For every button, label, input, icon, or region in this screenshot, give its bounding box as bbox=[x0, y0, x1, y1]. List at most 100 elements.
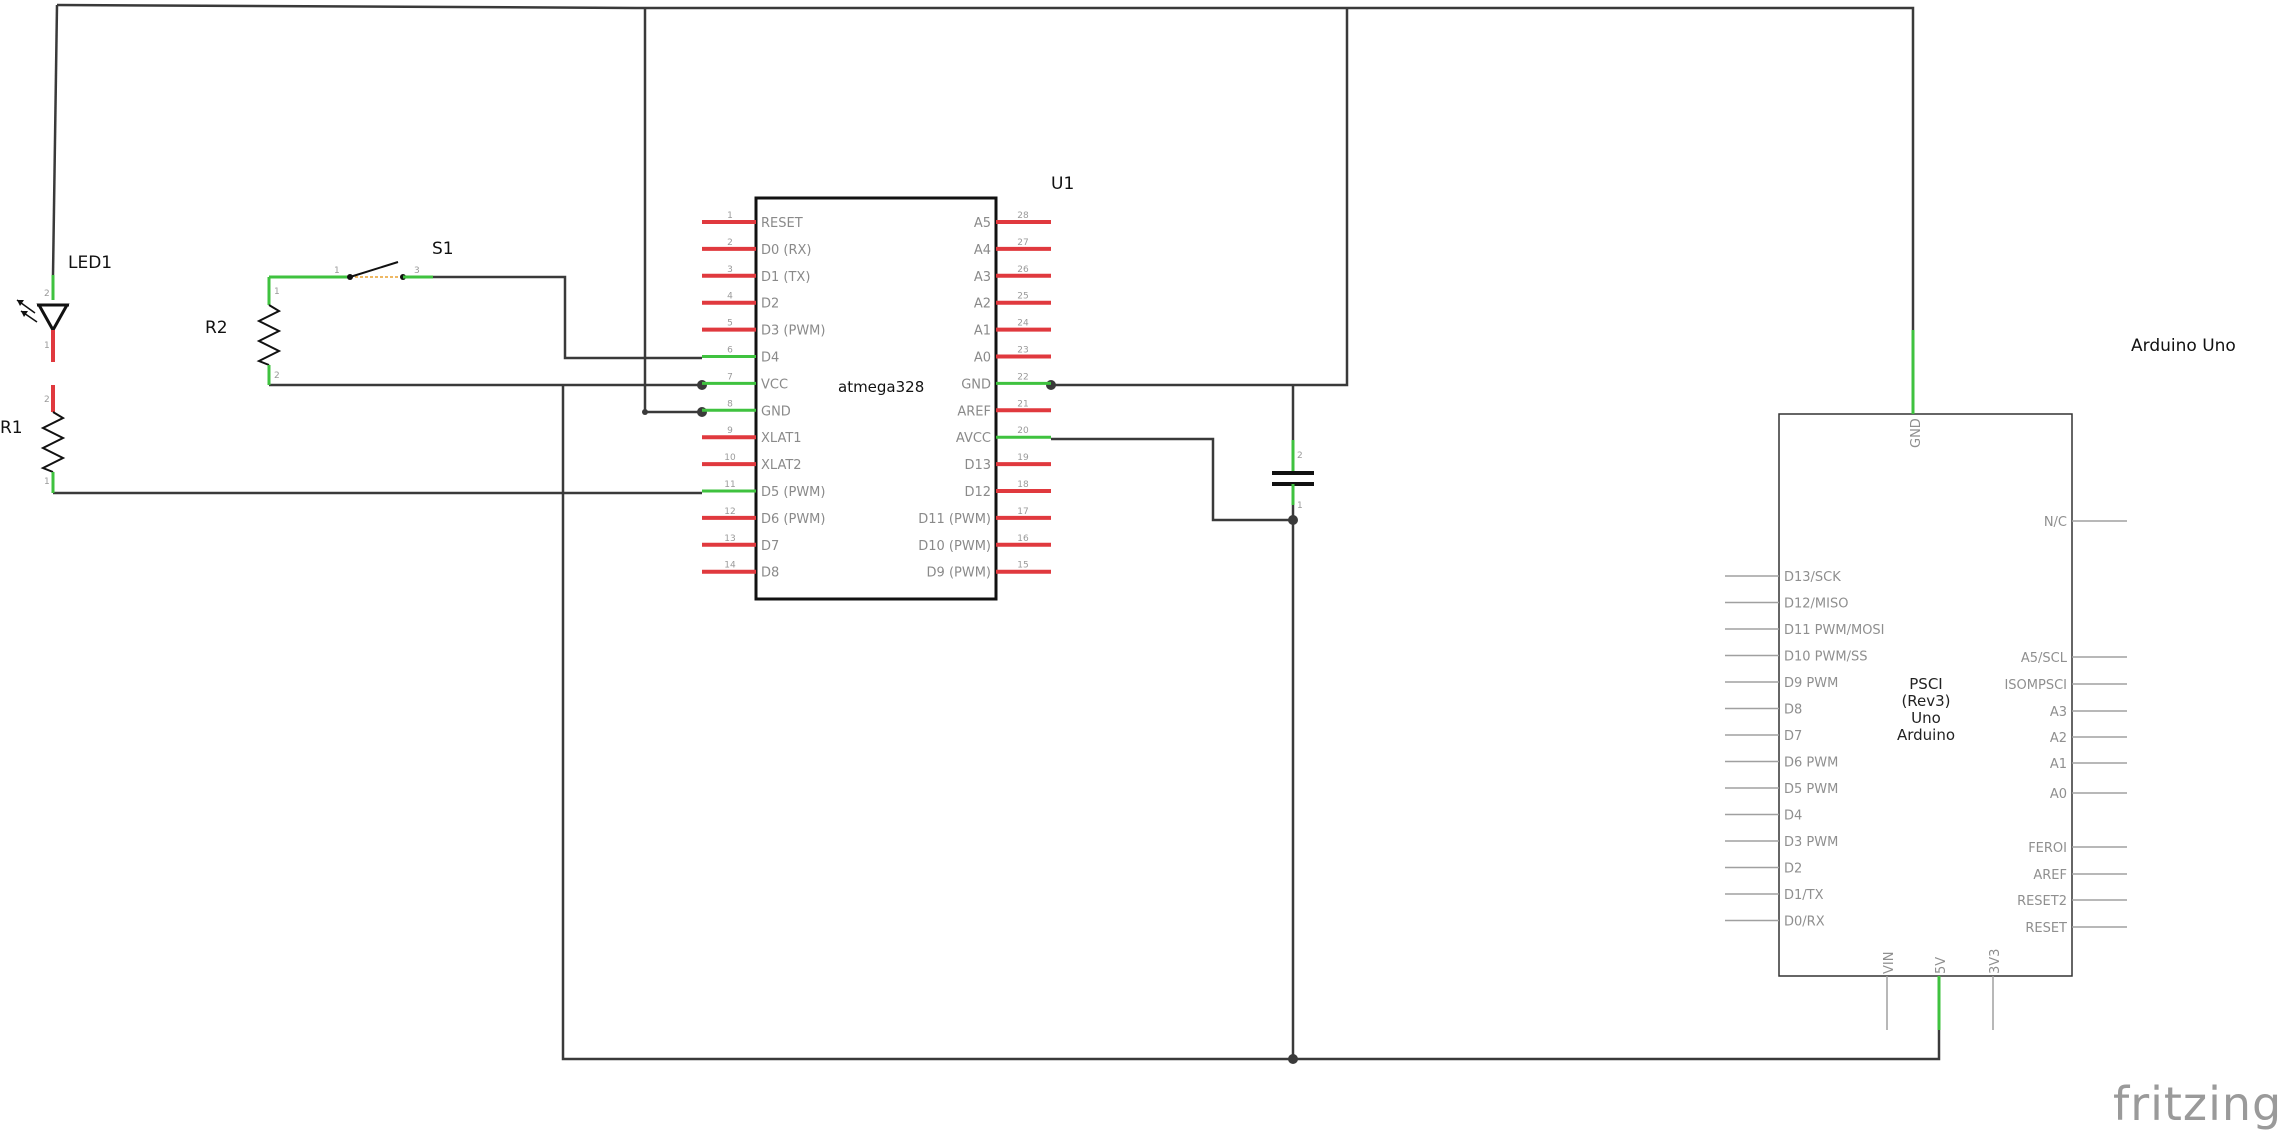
chip-left-pin-name: D7 bbox=[761, 539, 779, 554]
uno-left-pin-label: D0/RX bbox=[1784, 915, 1825, 930]
uno-right-pin-label: FEROI bbox=[2028, 841, 2067, 856]
wire-s1-to-d4[interactable] bbox=[433, 275, 702, 360]
r1-label: R1 bbox=[0, 418, 23, 438]
chip-right-pins: 28A527A426A325A224A123A022GND21AREF20AVC… bbox=[918, 211, 1051, 581]
chip-left-pin-name: D3 (PWM) bbox=[761, 324, 825, 339]
wire-vcc-to-bottom[interactable] bbox=[561, 385, 1941, 1061]
chip-right-pin-name: AVCC bbox=[956, 431, 991, 446]
uno-right-pin-label: RESET2 bbox=[2017, 894, 2067, 909]
uno-left-pin-label: D5 PWM bbox=[1784, 782, 1838, 797]
uno-right-pin-label: A2 bbox=[2050, 731, 2067, 746]
r1-resistor[interactable]: 2 1 R1 bbox=[0, 385, 66, 493]
wire-top-to-gnd-right[interactable] bbox=[1051, 8, 1349, 387]
chip-left-pin-number: 7 bbox=[727, 372, 733, 382]
r1-top-num: 2 bbox=[44, 395, 50, 405]
chip-name: atmega328 bbox=[838, 378, 924, 396]
chip-left-pin-name: D8 bbox=[761, 566, 779, 581]
wire-top-to-gnd[interactable] bbox=[643, 8, 702, 414]
chip-right-pin-number: 23 bbox=[1017, 346, 1028, 356]
chip-right-pin-name: A0 bbox=[974, 351, 991, 366]
chip-left-pin-name: RESET bbox=[761, 216, 803, 231]
led-cathode-num: 1 bbox=[44, 341, 50, 351]
chip-left-pin-number: 9 bbox=[727, 426, 733, 436]
cap-top-num: 2 bbox=[1297, 451, 1303, 461]
arduino-uno[interactable]: Arduino Uno PSCI (Rev3) Uno Arduino GND … bbox=[1725, 330, 2236, 1030]
s1-left-num: 1 bbox=[334, 266, 340, 276]
chip-right-pin-number: 19 bbox=[1017, 453, 1029, 463]
uno-right-pin-label: N/C bbox=[2044, 515, 2067, 530]
uno-right-pin-label: A5/SCL bbox=[2021, 651, 2068, 666]
chip-left-pin-name: D4 bbox=[761, 351, 779, 366]
chip-left-pin-number: 4 bbox=[727, 292, 733, 302]
chip-right-pin-name: D11 (PWM) bbox=[918, 512, 991, 527]
led1[interactable]: 2 1 LED1 bbox=[16, 253, 112, 362]
uno-right-pins: N/CA5/SCLISOMPSCIA3A2A1A0FEROIAREFRESET2… bbox=[2004, 515, 2127, 936]
uno-3v3-label: 3V3 bbox=[1988, 949, 2003, 974]
led-arrowhead-1 bbox=[17, 300, 24, 306]
s1-lever bbox=[349, 261, 399, 278]
chip-left-pin-number: 12 bbox=[724, 507, 735, 517]
wire-led-to-top[interactable] bbox=[51, 4, 59, 276]
chip-left-pin-number: 3 bbox=[727, 265, 733, 275]
chip-right-pin-name: A5 bbox=[974, 216, 991, 231]
chip-right-pin-number: 26 bbox=[1017, 265, 1029, 275]
chip-right-pin-number: 25 bbox=[1017, 292, 1028, 302]
uno-center-line-3: Uno bbox=[1911, 709, 1941, 727]
chip-right-pin-number: 17 bbox=[1017, 507, 1028, 517]
chip-right-pin-name: D9 (PWM) bbox=[927, 566, 991, 581]
cap-bottom-num: 1 bbox=[1297, 501, 1303, 511]
uno-right-pin-label: A3 bbox=[2050, 705, 2067, 720]
wire-avcc-to-cap[interactable] bbox=[1051, 437, 1293, 522]
s1-switch[interactable]: 1 3 S1 bbox=[325, 239, 454, 280]
chip-left-pin-number: 2 bbox=[727, 238, 733, 248]
wires bbox=[51, 3, 1941, 1061]
uno-vin-label: VIN bbox=[1882, 952, 1897, 974]
r2-top-num: 1 bbox=[274, 287, 280, 297]
chip-left-pin-name: XLAT2 bbox=[761, 458, 802, 473]
chip-left-pin-name: D5 (PWM) bbox=[761, 485, 825, 500]
uno-left-pin-label: D9 PWM bbox=[1784, 676, 1838, 691]
s1-label: S1 bbox=[432, 239, 454, 259]
uno-left-pin-label: D11 PWM/MOSI bbox=[1784, 623, 1885, 638]
chip-left-pin-number: 10 bbox=[724, 453, 736, 463]
chip-left-pin-name: D2 bbox=[761, 297, 779, 312]
uno-right-pin-label: RESET bbox=[2025, 921, 2067, 936]
chip-right-pin-name: GND bbox=[961, 377, 991, 392]
uno-left-pin-label: D4 bbox=[1784, 809, 1802, 824]
chip-right-pin-number: 28 bbox=[1017, 211, 1029, 221]
uno-center-line-2: (Rev3) bbox=[1901, 692, 1950, 710]
chip-left-pin-number: 14 bbox=[724, 561, 736, 571]
chip-right-pin-name: A1 bbox=[974, 324, 991, 339]
junctions bbox=[642, 380, 1298, 1064]
chip-left-pin-number: 13 bbox=[724, 534, 735, 544]
uno-left-pin-label: D3 PWM bbox=[1784, 835, 1838, 850]
uno-left-pin-label: D1/TX bbox=[1784, 888, 1824, 903]
uno-left-pin-label: D7 bbox=[1784, 729, 1802, 744]
junction-gnd bbox=[697, 407, 707, 417]
uno-left-pin-label: D12/MISO bbox=[1784, 597, 1848, 612]
chip-right-pin-name: A4 bbox=[974, 243, 991, 258]
led-arrowhead-2 bbox=[21, 311, 28, 317]
uno-right-pin-label: ISOMPSCI bbox=[2004, 678, 2067, 693]
uno-right-pin-label: A0 bbox=[2050, 787, 2067, 802]
led-anode-num: 2 bbox=[44, 289, 50, 299]
u1-label: U1 bbox=[1051, 174, 1074, 194]
r2-bottom-num: 2 bbox=[274, 371, 280, 381]
uno-left-pin-label: D8 bbox=[1784, 703, 1802, 718]
chip-left-pin-number: 5 bbox=[727, 319, 733, 329]
chip-left-pin-name: D1 (TX) bbox=[761, 270, 810, 285]
chip-left-pin-name: XLAT1 bbox=[761, 431, 802, 446]
capacitor[interactable]: 2 1 bbox=[1272, 440, 1314, 511]
junction-bottom-rail bbox=[1288, 1054, 1298, 1064]
junction-gnd-left bbox=[642, 409, 648, 415]
uno-left-pin-label: D2 bbox=[1784, 862, 1802, 877]
uno-center-line-1: PSCI bbox=[1909, 675, 1942, 693]
uno-center-text: PSCI (Rev3) Uno Arduino bbox=[1897, 675, 1955, 744]
r2-resistor[interactable]: 1 2 R2 bbox=[205, 275, 325, 385]
s1-right-num: 3 bbox=[414, 266, 420, 276]
uno-right-pin-label: AREF bbox=[2033, 868, 2067, 883]
fritzing-watermark: fritzing bbox=[2113, 1077, 2282, 1131]
